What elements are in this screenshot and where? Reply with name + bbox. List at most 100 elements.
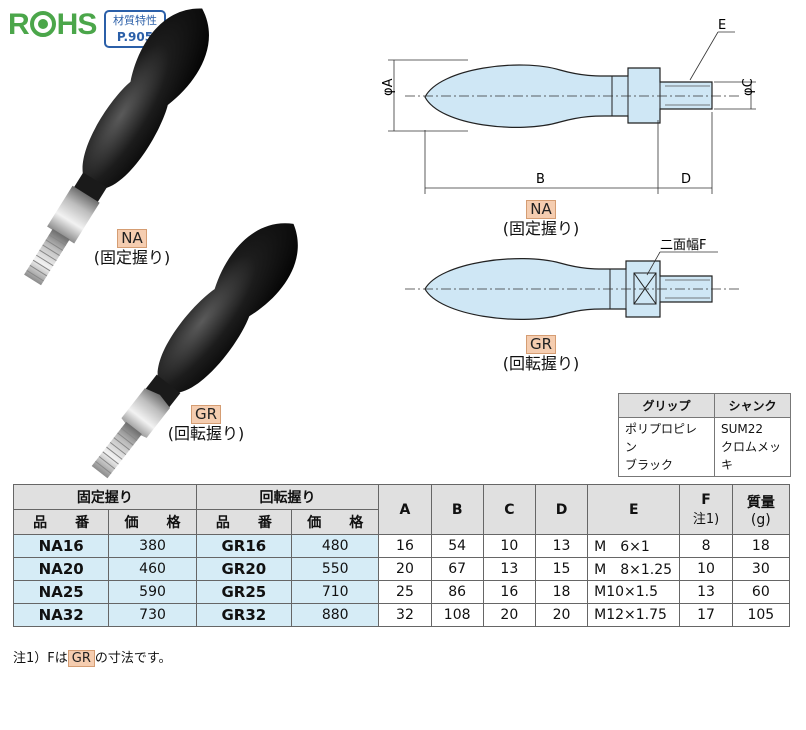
value-d: 20 — [534, 603, 589, 627]
header-na-price: 価 格 — [108, 509, 197, 535]
material-grip-cell: ポリプロピレンブラック — [618, 417, 715, 477]
value-e: M12×1.75 — [587, 603, 681, 627]
value-c: 16 — [482, 580, 536, 604]
value-c: 13 — [482, 557, 536, 581]
gr-part-number: GR20 — [195, 557, 293, 581]
value-b: 108 — [430, 603, 484, 627]
grip-color: ブラック — [625, 458, 674, 472]
na-knob-photo — [24, 8, 209, 286]
na-part-number: NA32 — [12, 603, 110, 627]
rohs-letter-r: R — [8, 8, 30, 41]
gr-technical-drawing: 二面幅F — [405, 238, 740, 320]
gr-photo-code-tag: GR — [190, 405, 222, 424]
grip-material: ポリプロピレン — [625, 422, 698, 454]
gr-price: 880 — [291, 603, 380, 627]
na-price: 590 — [108, 580, 197, 604]
na-photo-label: NA (固定握り) — [82, 228, 182, 268]
na-drawing-desc: (固定握り) — [502, 219, 580, 238]
gr-drawing-desc: (回転握り) — [502, 354, 580, 373]
na-drawing-label: NA (固定握り) — [491, 199, 591, 239]
value-f: 13 — [679, 580, 733, 604]
value-b: 86 — [430, 580, 484, 604]
na-price: 380 — [108, 534, 197, 558]
na-part-number: NA25 — [12, 580, 110, 604]
header-e: E — [587, 484, 681, 535]
header-gr-part-no: 品 番 — [195, 509, 293, 535]
material-table-header-row: グリップ シャンク — [618, 393, 791, 418]
value-c: 10 — [482, 534, 536, 558]
header-gr-price: 価 格 — [291, 509, 380, 535]
value-mass: 18 — [731, 534, 791, 558]
na-part-number: NA20 — [12, 557, 110, 581]
gr-drawing-code-tag: GR — [525, 335, 557, 354]
dim-label-f: 二面幅F — [660, 238, 706, 253]
rohs-o-mark-icon — [29, 11, 56, 37]
product-illustrations: E φA φC B D 二面幅F — [24, 8, 756, 479]
na-drawing-code-tag: NA — [526, 200, 556, 219]
header-f-label: F — [701, 492, 711, 508]
header-a: A — [378, 484, 432, 535]
value-e: M 8×1.25 — [587, 557, 681, 581]
na-photo-desc: (固定握り) — [93, 248, 171, 267]
na-price: 460 — [108, 557, 197, 581]
value-mass: 105 — [731, 603, 791, 627]
rohs-letters-hs: HS — [56, 8, 98, 41]
header-c: C — [482, 484, 536, 535]
header-d: D — [534, 484, 589, 535]
value-a: 16 — [378, 534, 432, 558]
value-d: 18 — [534, 580, 589, 604]
na-technical-drawing: E φA φC B D — [381, 18, 756, 194]
rohs-logo: R HS — [8, 8, 98, 42]
dim-label-e: E — [718, 18, 726, 33]
header-mass-label: 質量 — [746, 494, 775, 511]
gr-drawing-label: GR (回転握り) — [491, 334, 591, 374]
gr-part-number: GR32 — [195, 603, 293, 627]
gr-price: 480 — [291, 534, 380, 558]
value-f: 17 — [679, 603, 733, 627]
header-na-part-no: 品 番 — [12, 509, 110, 535]
value-d: 15 — [534, 557, 589, 581]
shank-material: SUM22 — [721, 422, 764, 436]
value-d: 13 — [534, 534, 589, 558]
material-header-shank: シャンク — [714, 393, 791, 418]
value-b: 67 — [430, 557, 484, 581]
dim-label-b: B — [536, 172, 545, 187]
value-a: 32 — [378, 603, 432, 627]
dim-label-d: D — [681, 172, 691, 187]
header-mass: 質量(g) — [731, 484, 791, 535]
gr-part-number: GR16 — [195, 534, 293, 558]
value-mass: 60 — [731, 580, 791, 604]
badge-title: 材質特性 — [113, 14, 157, 27]
value-a: 20 — [378, 557, 432, 581]
value-e: M10×1.5 — [587, 580, 681, 604]
header-rotating-grip: 回転握り — [195, 484, 380, 510]
value-b: 54 — [430, 534, 484, 558]
value-e: M 6×1 — [587, 534, 681, 558]
badge-page-ref: P.905 — [116, 30, 154, 44]
spec-header-row-2: 品 番 価 格 品 番 価 格 — [12, 509, 790, 535]
value-mass: 30 — [731, 557, 791, 581]
dim-label-a: φA — [381, 78, 396, 96]
header-fixed-grip: 固定握り — [13, 484, 197, 510]
footnote-prefix: 注1）Fは — [13, 651, 68, 666]
gr-price: 550 — [291, 557, 380, 581]
material-badge[interactable]: 材質特性 P.905 — [104, 10, 166, 48]
table-row: NA32 730 GR32 880 32 108 20 20 M12×1.75 … — [12, 603, 791, 627]
table-row: NA20 460 GR20 550 20 67 13 15 M 8×1.25 1… — [12, 557, 791, 581]
gr-knob-photo — [91, 223, 298, 479]
header-b: B — [430, 484, 484, 535]
table-row: NA16 380 GR16 480 16 54 10 13 M 6×1 8 18 — [12, 534, 791, 558]
value-f: 8 — [679, 534, 733, 558]
header-mass-unit: (g) — [750, 511, 771, 528]
na-price: 730 — [108, 603, 197, 627]
gr-part-number: GR25 — [195, 580, 293, 604]
na-photo-code-tag: NA — [117, 229, 147, 248]
dim-label-c: φC — [741, 78, 756, 96]
